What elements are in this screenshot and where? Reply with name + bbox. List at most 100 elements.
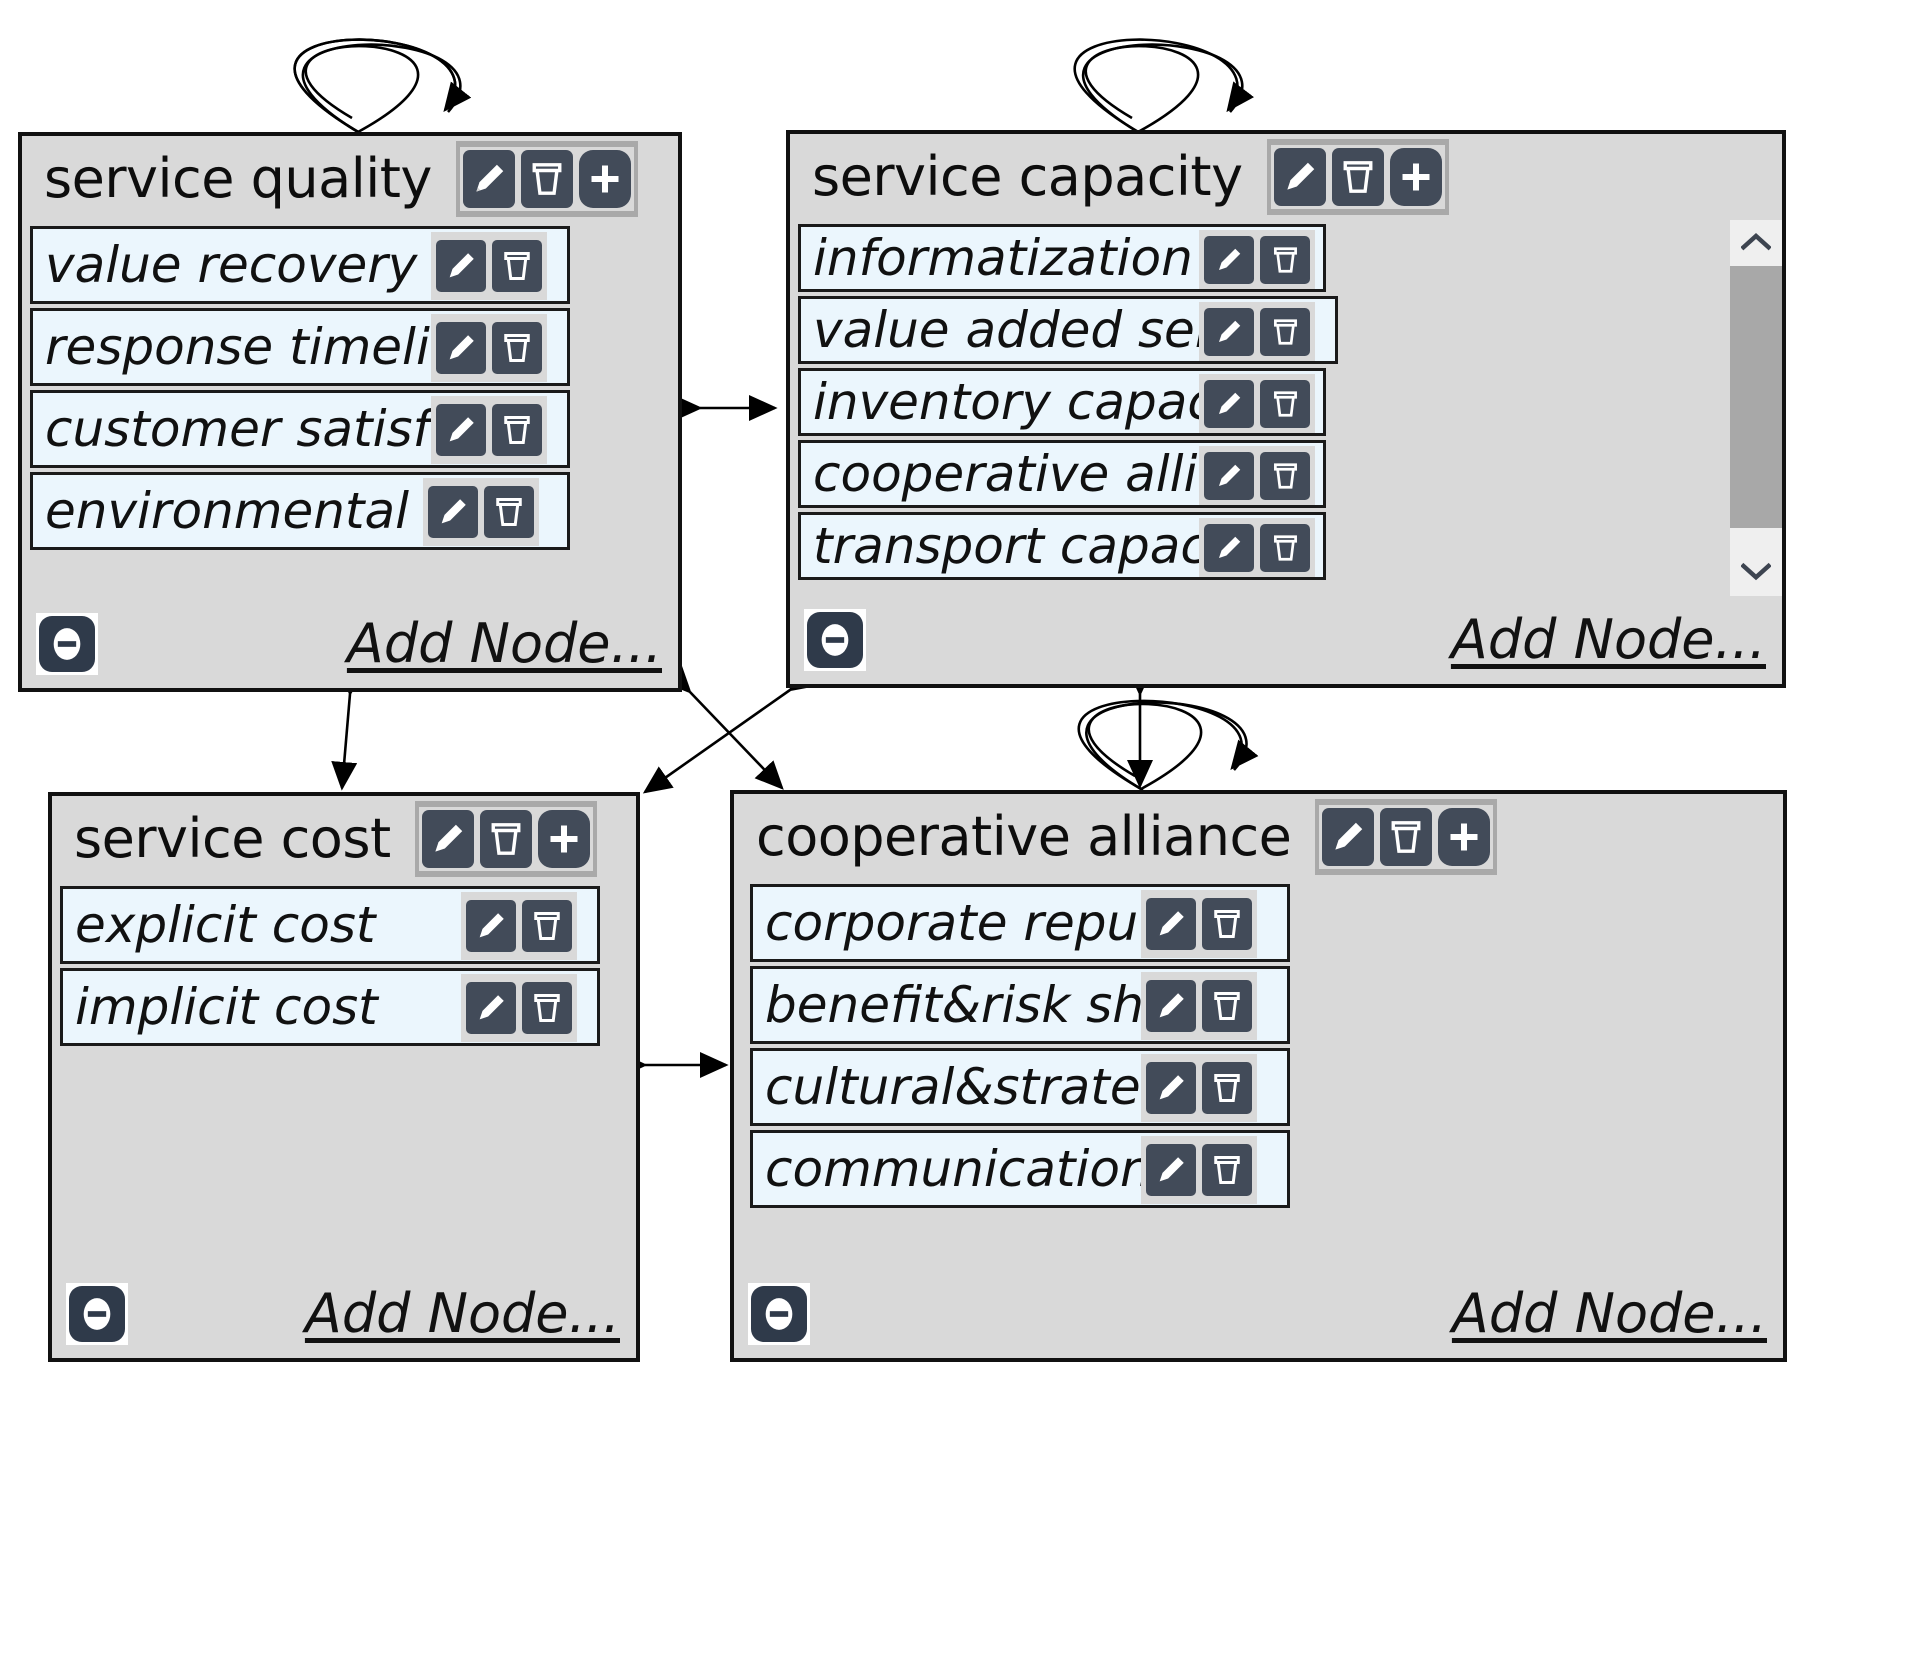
node-label: inventory capaci — [813, 373, 1229, 431]
node-row[interactable]: communication — [750, 1130, 1290, 1208]
collapse-button[interactable] — [66, 1283, 128, 1345]
collapse-button[interactable] — [748, 1283, 810, 1345]
panel-cooperative-alliance[interactable]: cooperative alliance — [730, 790, 1787, 1362]
edit-button[interactable] — [433, 319, 489, 377]
delete-button[interactable] — [1199, 977, 1255, 1035]
header-toolbar — [1315, 799, 1498, 875]
delete-button[interactable] — [476, 807, 535, 871]
delete-button[interactable] — [1257, 305, 1313, 359]
edit-button[interactable] — [1201, 521, 1257, 575]
edit-icon — [1146, 898, 1196, 950]
edit-button[interactable] — [1270, 145, 1329, 209]
node-toolbar — [461, 892, 577, 960]
node-toolbar — [431, 314, 547, 382]
panel-title: service cost — [74, 807, 391, 870]
add-button[interactable] — [1386, 145, 1445, 209]
node-row[interactable]: value added serv — [798, 296, 1338, 364]
collapse-button[interactable] — [804, 609, 866, 671]
add-node-link[interactable]: Add Node... — [1450, 608, 1766, 671]
minus-circle-icon — [69, 1286, 125, 1342]
edit-button[interactable] — [1201, 377, 1257, 431]
panel-service-cost[interactable]: service cost — [48, 792, 640, 1362]
node-row[interactable]: benefit&risk sha — [750, 966, 1290, 1044]
node-row[interactable]: customer satisfa — [30, 390, 570, 468]
node-row[interactable]: cooperative allia — [798, 440, 1326, 508]
add-node-link[interactable]: Add Node... — [304, 1282, 620, 1345]
delete-button[interactable] — [519, 979, 575, 1037]
delete-button[interactable] — [489, 401, 545, 459]
edit-button[interactable] — [463, 979, 519, 1037]
delete-button[interactable] — [1199, 1141, 1255, 1199]
edit-icon — [436, 404, 486, 456]
header-toolbar — [455, 141, 638, 217]
edit-button[interactable] — [418, 807, 477, 871]
node-row[interactable]: response timelin — [30, 308, 570, 386]
delete-button[interactable] — [481, 483, 537, 541]
node-row[interactable]: value recovery r — [30, 226, 570, 304]
node-label: customer satisfa — [45, 400, 461, 458]
node-row[interactable]: implicit cost — [60, 968, 600, 1046]
edit-button[interactable] — [433, 401, 489, 459]
node-toolbar — [1199, 230, 1315, 289]
node-label: benefit&risk sha — [765, 976, 1175, 1034]
edit-button[interactable] — [433, 237, 489, 295]
node-row[interactable]: corporate reputa — [750, 884, 1290, 962]
node-row[interactable]: explicit cost — [60, 886, 600, 964]
edit-button[interactable] — [1201, 233, 1257, 287]
add-icon — [1389, 148, 1442, 206]
panel-footer: Add Node... — [52, 1270, 636, 1358]
panel-service-capacity[interactable]: service capacity — [786, 130, 1786, 688]
add-node-link[interactable]: Add Node... — [346, 612, 662, 675]
edit-icon — [1273, 148, 1326, 206]
edit-button[interactable] — [425, 483, 481, 541]
delete-icon — [1260, 308, 1310, 356]
edit-button[interactable] — [1143, 1059, 1199, 1117]
self-loop-service-quality — [293, 38, 472, 135]
delete-button[interactable] — [489, 237, 545, 295]
edit-button[interactable] — [459, 147, 518, 211]
node-toolbar — [1141, 1054, 1257, 1122]
delete-button[interactable] — [489, 319, 545, 377]
add-node-link[interactable]: Add Node... — [1451, 1282, 1767, 1345]
delete-button[interactable] — [1328, 145, 1387, 209]
node-row[interactable]: cultural&strateg — [750, 1048, 1290, 1126]
scroll-thumb[interactable] — [1730, 266, 1782, 528]
node-row[interactable]: environmental p — [30, 472, 570, 550]
edit-button[interactable] — [1143, 977, 1199, 1035]
edit-button[interactable] — [1201, 449, 1257, 503]
delete-button[interactable] — [1257, 521, 1313, 575]
scroll-up-button[interactable] — [1730, 220, 1782, 266]
edit-button[interactable] — [1143, 895, 1199, 953]
edit-button[interactable] — [1319, 805, 1378, 869]
scroll-down-button[interactable] — [1730, 550, 1782, 596]
node-label: cultural&strateg — [765, 1058, 1173, 1116]
delete-button[interactable] — [519, 897, 575, 955]
delete-button[interactable] — [1199, 895, 1255, 953]
minus-circle-icon — [751, 1286, 807, 1342]
add-button[interactable] — [1435, 805, 1494, 869]
delete-button[interactable] — [1257, 449, 1313, 503]
edit-icon — [1146, 1062, 1196, 1114]
edit-button[interactable] — [463, 897, 519, 955]
delete-button[interactable] — [1257, 377, 1313, 431]
panel-footer: Add Node... — [734, 1270, 1783, 1358]
delete-button[interactable] — [517, 147, 576, 211]
panel-service-quality[interactable]: service quality — [18, 132, 682, 692]
scroll-track[interactable] — [1730, 266, 1782, 550]
node-row[interactable]: inventory capaci — [798, 368, 1326, 436]
collapse-button[interactable] — [36, 613, 98, 675]
add-button[interactable] — [575, 147, 634, 211]
add-button[interactable] — [534, 807, 593, 871]
delete-button[interactable] — [1377, 805, 1436, 869]
node-row[interactable]: informatization — [798, 224, 1326, 292]
delete-button[interactable] — [1257, 233, 1313, 287]
edit-button[interactable] — [1143, 1141, 1199, 1199]
edit-icon — [466, 982, 516, 1034]
edge-quality-alliance — [662, 664, 784, 790]
edit-button[interactable] — [1201, 305, 1257, 359]
node-row[interactable]: transport capaci — [798, 512, 1326, 580]
delete-button[interactable] — [1199, 1059, 1255, 1117]
edit-icon — [1204, 308, 1254, 356]
vertical-scrollbar[interactable] — [1730, 220, 1782, 596]
node-toolbar — [1199, 374, 1315, 433]
